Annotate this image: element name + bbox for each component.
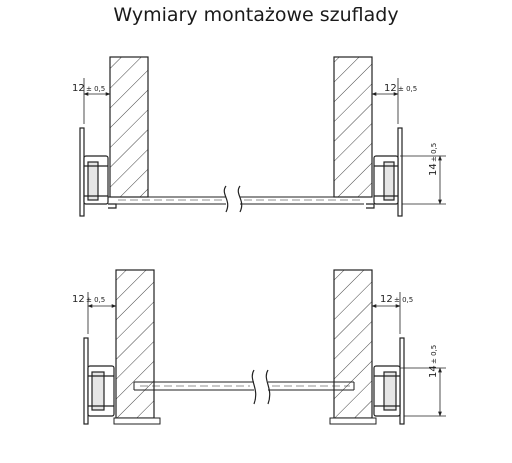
right-drawer-frame — [329, 417, 377, 425]
break-mark — [223, 185, 243, 213]
right-slide-runner — [373, 337, 405, 425]
right-cabinet-wall — [333, 269, 373, 419]
left-slide-runner — [79, 127, 117, 217]
gap-main-label: 12 — [72, 294, 85, 305]
height-main-label: 14 — [428, 163, 439, 176]
height-tol-label: ± 0,5 — [430, 345, 438, 364]
left-slide-runner — [83, 337, 115, 425]
bottom-detail: 12 ± 0,5 12 ± 0,5 14 ± 0,5 — [72, 269, 446, 425]
drawer-bottom-right — [268, 381, 355, 391]
gap-tol-label: ± 0,5 — [86, 85, 105, 93]
right-cabinet-wall — [333, 56, 373, 198]
right-slide-runner — [366, 127, 403, 217]
gap-tol-label: ± 0,5 — [398, 85, 417, 93]
page-title: Wymiary montażowe szuflady — [113, 4, 399, 26]
drawer-bottom-right — [240, 196, 364, 205]
drawer-bottom-left — [108, 196, 226, 205]
left-cabinet-wall — [115, 269, 155, 419]
bottom-right-gap-dimension: 12 ± 0,5 — [371, 292, 413, 334]
top-left-gap-dimension: 12 ± 0,5 — [72, 78, 111, 124]
height-main-label: 14 — [428, 365, 439, 378]
top-height-dimension: 14 ± 0,5 — [400, 143, 446, 205]
gap-tol-label: ± 0,5 — [394, 296, 413, 304]
break-mark — [251, 369, 271, 405]
drawer-bottom-left — [133, 381, 254, 391]
left-cabinet-wall — [109, 56, 149, 198]
bottom-height-dimension: 14 ± 0,5 — [400, 345, 446, 417]
bottom-left-gap-dimension: 12 ± 0,5 — [72, 292, 117, 334]
height-tol-label: ± 0,5 — [430, 143, 438, 162]
left-drawer-frame — [113, 417, 161, 425]
gap-tol-label: ± 0,5 — [86, 296, 105, 304]
gap-main-label: 12 — [384, 83, 397, 94]
top-detail: 12 ± 0,5 12 ± 0,5 14 ± 0,5 — [72, 56, 446, 217]
top-right-gap-dimension: 12 ± 0,5 — [371, 78, 417, 124]
gap-main-label: 12 — [72, 83, 85, 94]
gap-main-label: 12 — [380, 294, 393, 305]
